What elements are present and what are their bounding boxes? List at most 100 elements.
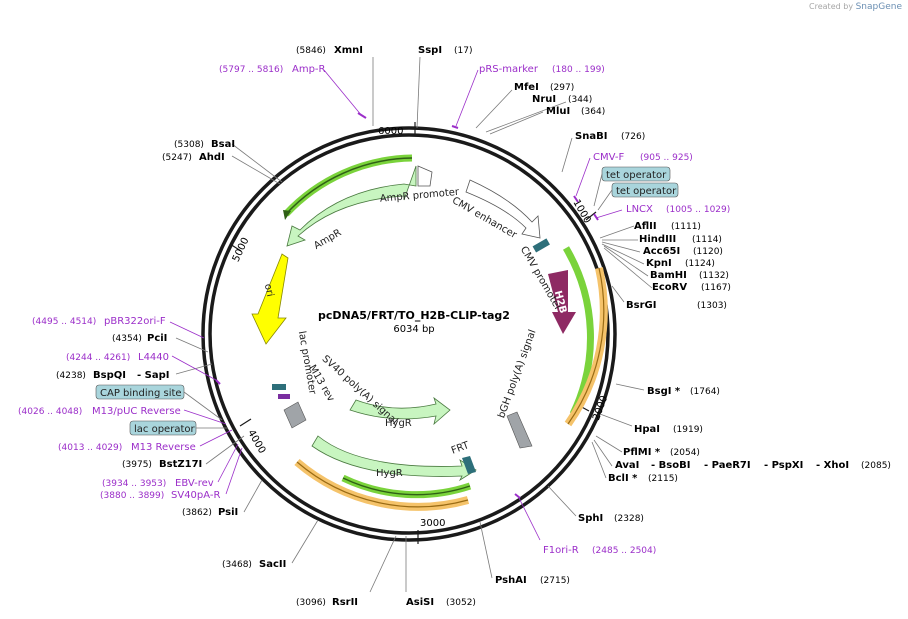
primer-prs-marker[interactable]: pRS-marker <box>479 64 539 75</box>
tick-3000: 3000 <box>420 518 445 529</box>
kpni-pos: (1124) <box>685 259 715 269</box>
ampr-arrow[interactable] <box>286 165 417 247</box>
tet-operator-1: tet operator <box>606 170 667 181</box>
enzyme-pspxi[interactable]: - PspXI <box>764 460 803 471</box>
enzyme-aflii[interactable]: AflII <box>634 221 657 232</box>
enzyme-xmni[interactable]: XmnI <box>334 45 363 56</box>
bamhi-pos: (1132) <box>699 271 729 281</box>
enzyme-drui[interactable]: NruI <box>532 94 556 105</box>
enzyme-bcli[interactable]: BclI * <box>608 473 638 484</box>
enzyme-paer7i[interactable]: - PaeR7I <box>704 460 751 471</box>
l4440-pos: (4244 .. 4261) <box>66 353 130 363</box>
enzyme-sapi[interactable]: - SapI <box>137 370 169 381</box>
lac-operator: lac operator <box>134 424 195 435</box>
enzyme-xhoi[interactable]: - XhoI <box>816 460 849 471</box>
h2b-arrow[interactable] <box>548 270 576 334</box>
bcli-pos: (2115) <box>648 474 678 484</box>
enzyme-asisi[interactable]: AsiSI <box>406 597 434 608</box>
primer-f1ori-r[interactable]: F1ori-R <box>543 545 579 556</box>
primer-l4440[interactable]: L4440 <box>138 352 169 363</box>
sv40pa-r-pos: (3880 .. 3899) <box>100 491 164 501</box>
feat-frt: FRT <box>450 440 472 457</box>
primer-lncx[interactable]: LNCX <box>626 204 653 215</box>
m13puc-reverse-pos: (4026 .. 4048) <box>18 407 82 417</box>
ampr-promoter-arrow[interactable] <box>417 165 433 187</box>
primer-m13puc-reverse[interactable]: M13/pUC Reverse <box>92 406 181 417</box>
lncx-pos: (1005 .. 1029) <box>666 205 730 215</box>
plasmid-name: pcDNA5/FRT/TO_H2B-CLIP-tag2 <box>318 309 510 322</box>
lac-operator-block[interactable] <box>272 384 286 390</box>
hygr-green-line <box>342 477 471 496</box>
enzyme-bsgi[interactable]: BsgI * <box>647 386 681 397</box>
snapgene-logo[interactable]: SnapGene <box>855 2 902 12</box>
enzyme-rsrii[interactable]: RsrII <box>332 597 358 608</box>
cmv-enhancer-arrow[interactable] <box>465 179 541 239</box>
tick-2000: 2000 <box>591 394 610 422</box>
sphi-pos: (2328) <box>614 514 644 524</box>
enzyme-bsai[interactable]: BsaI <box>211 139 235 150</box>
acc65i-pos: (1120) <box>693 247 723 257</box>
credit-text: Created by <box>809 2 854 11</box>
primer-marks <box>215 112 599 499</box>
bgh-polya-block[interactable] <box>506 411 533 449</box>
feat-ori: ori <box>262 283 275 298</box>
enzyme-bsobi[interactable]: - BsoBI <box>651 460 690 471</box>
enzyme-bspqi[interactable]: BspQI <box>93 370 126 381</box>
ecorv-pos: (1167) <box>701 283 731 293</box>
enzyme-sphi[interactable]: SphI <box>578 513 603 524</box>
cap-binding-site: CAP binding site <box>100 388 182 399</box>
hygr-outer-arrow[interactable] <box>311 435 477 482</box>
enzyme-bstz17i[interactable]: BstZ17I <box>159 459 202 470</box>
enzyme-ahdi[interactable]: AhdI <box>199 152 225 163</box>
asisi-pos: (3052) <box>446 598 476 608</box>
enzyme-kpni[interactable]: KpnI <box>646 258 672 269</box>
cmv-promoter-block[interactable] <box>532 238 550 253</box>
enzyme-avai[interactable]: AvaI <box>615 460 639 471</box>
enzyme-sacii[interactable]: SacII <box>259 559 286 570</box>
hygr-inner-arrow[interactable] <box>349 396 451 426</box>
enzyme-bsrgi[interactable]: BsrGI <box>626 300 656 311</box>
m13-reverse-pos: (4013 .. 4029) <box>58 443 122 453</box>
feat-ampr: AmpR <box>312 227 343 251</box>
enzyme-snabi[interactable]: SnaBI <box>575 131 607 142</box>
m13-block[interactable] <box>278 394 290 399</box>
xmni-pos: (5846) <box>296 46 326 56</box>
enzyme-pflmi[interactable]: PflMI * <box>623 447 661 458</box>
enzyme-hindiii[interactable]: HindIII <box>639 234 676 245</box>
hindiii-pos: (1114) <box>692 235 722 245</box>
enzyme-sspi[interactable]: SspI <box>418 45 442 56</box>
enzyme-acc65i[interactable]: Acc65I <box>643 246 680 257</box>
enzyme-ecorv[interactable]: EcoRV <box>652 282 687 293</box>
feat-hygr-outer: HygR <box>376 468 403 479</box>
bsgi-pos: (1764) <box>690 387 720 397</box>
primer-sv40pa-r[interactable]: SV40pA-R <box>171 490 220 501</box>
primer-m13-reverse[interactable]: M13 Reverse <box>131 442 196 453</box>
primer-pbr322ori-f[interactable]: pBR322ori-F <box>104 316 166 327</box>
primer-amp-r[interactable]: Amp-R <box>292 64 326 75</box>
ampr-orf-line <box>285 157 413 215</box>
enzyme-pcii[interactable]: PciI <box>147 333 167 344</box>
primer-cmv-f[interactable]: CMV-F <box>593 152 624 163</box>
tet-operator-2: tet operator <box>616 186 677 197</box>
enzyme-psii[interactable]: PsiI <box>218 507 238 518</box>
ori-arrow[interactable] <box>251 253 289 345</box>
frt-block[interactable] <box>462 456 476 474</box>
enzyme-pshai[interactable]: PshAI <box>495 575 527 586</box>
hygr-orange-line <box>296 461 469 508</box>
aflii-pos: (1111) <box>671 222 701 232</box>
tick-6000: 6000 <box>378 126 403 137</box>
enzyme-mlui[interactable]: MluI <box>546 106 570 117</box>
primer-ebv-rev[interactable]: EBV-rev <box>175 478 214 489</box>
rsrii-pos: (3096) <box>296 598 326 608</box>
enzyme-labels: (5846) XmnI SspI (17) MfeI (297) NruI (3… <box>56 45 891 608</box>
sv40-block[interactable] <box>283 401 307 429</box>
enzyme-bamhi[interactable]: BamHI <box>650 270 687 281</box>
plasmid-length: 6034 bp <box>393 324 434 335</box>
feat-hygr-inner: HygR <box>385 418 412 429</box>
bspqi-pos: (4238) <box>56 371 86 381</box>
mlui-pos: (364) <box>581 107 605 117</box>
enzyme-mfei[interactable]: MfeI <box>514 82 539 93</box>
enzyme-hpai[interactable]: HpaI <box>634 424 660 435</box>
credit: Created by SnapGene <box>809 2 902 12</box>
f1ori-r-pos: (2485 .. 2504) <box>592 546 656 556</box>
